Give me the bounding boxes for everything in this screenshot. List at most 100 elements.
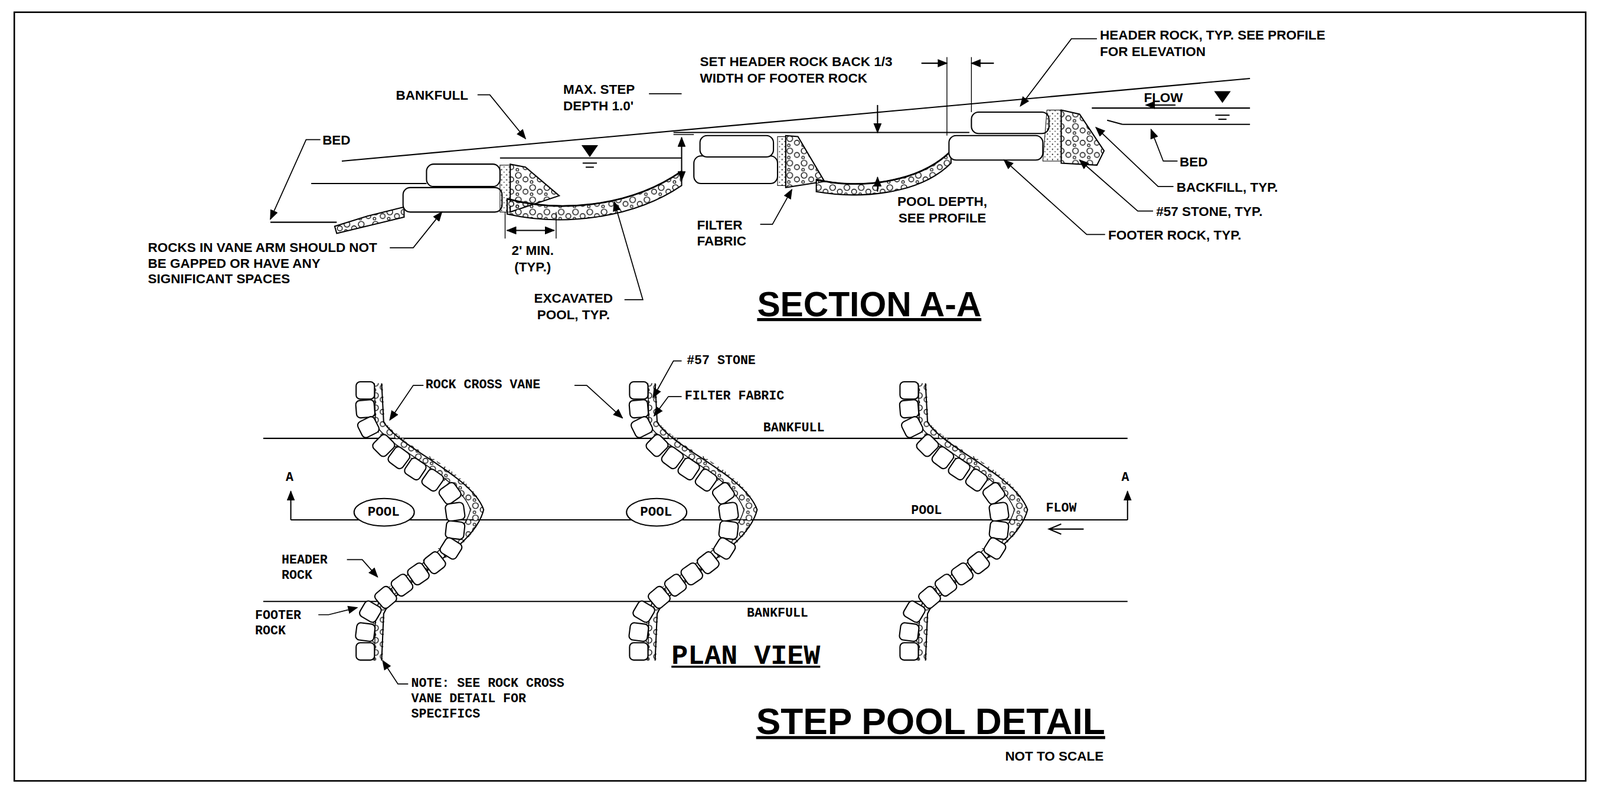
drawing-stroke [500, 157, 682, 159]
drawing-stroke [948, 135, 1043, 160]
drawing-stroke [946, 57, 948, 136]
drawing-stroke [920, 383, 1022, 662]
drawing-stroke [760, 189, 793, 225]
drawing-stroke [356, 642, 375, 661]
callout-label: BED [1179, 154, 1208, 171]
callout-label: FOOTER ROCK, TYP. [1108, 227, 1242, 244]
drawing-stroke [899, 381, 919, 400]
callout-label: BANKFULL [763, 420, 825, 437]
drawing-stroke [625, 498, 687, 527]
drawing-stroke [899, 399, 919, 419]
drawing-stroke [718, 520, 739, 541]
drawing-stroke [629, 642, 648, 661]
drawing-stroke [648, 93, 682, 95]
drawing-stroke [444, 502, 466, 522]
drawing-stroke [1122, 123, 1250, 126]
drawing-stroke [700, 135, 774, 158]
drawing-stroke [318, 608, 358, 616]
drawing-stroke [1107, 120, 1123, 125]
callout-label: ROCK CROSS VANE [425, 378, 541, 394]
drawing-stroke [1215, 91, 1230, 102]
drawing-stroke [318, 361, 682, 685]
drawing-stroke [507, 171, 682, 220]
drawing-stroke [628, 622, 650, 643]
drawing-stroke [1004, 160, 1106, 235]
drawing-stroke [270, 139, 321, 220]
callout-label: FILTER FABRIC [696, 217, 760, 250]
drawing-stroke [673, 132, 970, 134]
drawing-stroke [1095, 127, 1174, 187]
drawing-stroke [654, 396, 682, 417]
drawing-stroke [354, 381, 1028, 661]
drawing-stroke [1151, 129, 1178, 162]
drawing-stroke [673, 134, 695, 135]
callout-label: MAX. STEP DEPTH 1.0' [563, 81, 661, 114]
drawing-stroke [971, 62, 994, 64]
drawing-stroke [585, 166, 594, 168]
pool-label: POOL [640, 504, 672, 520]
callout-label: #57 STONE [686, 353, 756, 370]
drawing-stroke [614, 201, 643, 300]
pool-label: POOL [367, 504, 400, 520]
drawing-stroke [582, 145, 597, 156]
drawing-stroke [1215, 114, 1230, 116]
drawing-stroke [902, 599, 927, 625]
drawing-stroke [358, 599, 384, 625]
drawing-stroke [290, 491, 292, 521]
callout-label: FLOW [1046, 501, 1077, 518]
drawing-stroke [718, 502, 740, 522]
drawing-stroke [555, 211, 557, 239]
callout-label: FILTER FABRIC [684, 389, 785, 406]
drawing-stroke [1218, 118, 1227, 120]
view-title: PLAN VIEW [671, 640, 821, 674]
drawing-stroke [355, 399, 375, 419]
drawing-stroke [1127, 491, 1129, 521]
drawing-stroke [311, 183, 427, 185]
drawing-stroke [921, 62, 948, 64]
drawing-stroke [680, 137, 682, 181]
drawing-stroke [354, 622, 376, 643]
pool-ellipse: POOL [625, 497, 688, 527]
callout-label: A [1121, 471, 1129, 487]
drawing-stroke [14, 12, 1586, 782]
drawing-stroke [1079, 160, 1154, 211]
view-title: SECTION A-A [756, 285, 982, 325]
drawing-stroke [982, 536, 1008, 561]
drawing-stroke [389, 211, 442, 248]
drawing-stroke [925, 383, 1028, 662]
callout-label: EXCAVATED POOL, TYP. [517, 290, 630, 323]
callout-label: POOL [910, 503, 942, 519]
drawing-stroke [270, 38, 1178, 300]
callout-label: ROCKS IN VANE ARM SHOULD NOT BE GAPPED O… [148, 239, 398, 288]
drawing-stroke [270, 221, 337, 224]
drawing-stroke [1060, 110, 1105, 166]
drawing-stroke [438, 536, 464, 561]
callout-label: HEADER ROCK, TYP. SEE PROFILE FOR ELEVAT… [1099, 27, 1345, 60]
drawing-stroke [988, 520, 1010, 541]
callout-label: FOOTER ROCK [255, 608, 321, 640]
drawing-stroke [777, 136, 786, 186]
drawing-stroke [631, 599, 657, 625]
drawing-stroke [574, 385, 623, 419]
callout-label: BANKFULL [746, 606, 809, 623]
drawing-stroke [816, 151, 952, 195]
callout-label: HEADER ROCK [281, 553, 348, 585]
drawing-stroke [1049, 524, 1084, 535]
callout-label: NOT TO SCALE [1004, 748, 1104, 765]
drawing-stroke [1020, 38, 1097, 107]
callout-label: 2' MIN. (TYP.) [500, 242, 566, 275]
drawing-stroke [652, 361, 682, 398]
drawing-stroke [353, 498, 414, 527]
drawing-stroke [629, 415, 655, 440]
drawing-stroke [507, 229, 555, 231]
drawing-stroke [712, 536, 737, 561]
drawing-stroke [876, 105, 878, 133]
drawing-stroke [356, 415, 381, 440]
drawing-stroke [382, 660, 408, 685]
drawing-stroke [628, 399, 649, 419]
drawing-stroke [403, 187, 503, 212]
pool-ellipse: POOL [352, 497, 415, 527]
callout-label: POOL DEPTH, SEE PROFILE [883, 193, 1002, 226]
drawing-stroke [334, 207, 405, 234]
callout-label: SET HEADER ROCK BACK 1/3 WIDTH OF FOOTER… [700, 54, 920, 87]
